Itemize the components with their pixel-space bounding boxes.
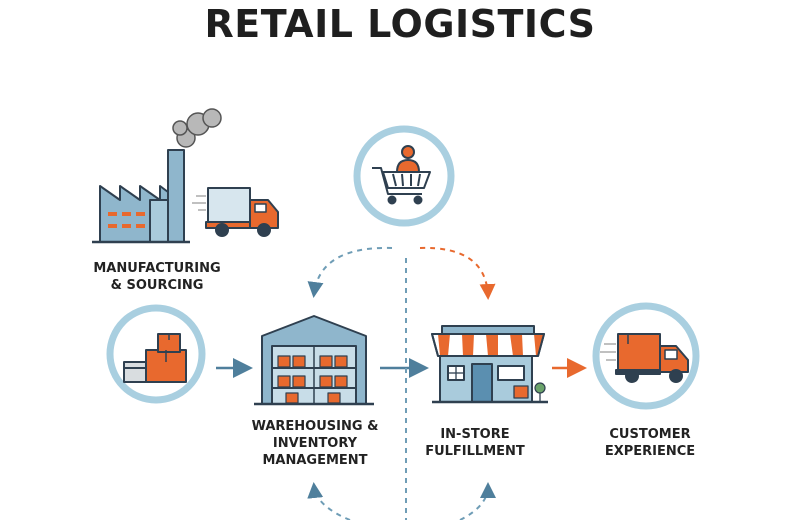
delivery-truck-icon (192, 187, 279, 237)
dashed-arrow-bottom-left (307, 482, 351, 520)
label-line: WAREHOUSING & (251, 419, 379, 434)
label-line: CUSTOMER (609, 427, 691, 442)
label-line: INVENTORY (272, 436, 358, 451)
warehouse-icon (254, 315, 374, 406)
label-line: MANUFACTURING (93, 261, 221, 276)
label-warehousing-inventory: WAREHOUSING & INVENTORY MANAGEMENT (230, 418, 400, 469)
label-line: FULFILLMENT (425, 444, 525, 459)
boxes-icon (106, 304, 206, 404)
label-line: & SOURCING (110, 278, 204, 293)
label-line: MANAGEMENT (262, 453, 368, 468)
factory-icon (92, 108, 222, 244)
diagram-title: RETAIL LOGISTICS (204, 2, 596, 46)
label-line: IN-STORE (440, 427, 510, 442)
dashed-arrow-to-warehouse (307, 246, 393, 298)
shopping-cart-icon (353, 125, 455, 227)
label-line: EXPERIENCE (604, 444, 696, 459)
dashed-arrow-to-store (419, 246, 496, 300)
customer-delivery-icon (592, 302, 700, 410)
label-instore-fulfillment: IN-STORE FULFILLMENT (405, 426, 545, 460)
dashed-arrow-bottom-right (459, 482, 496, 520)
label-manufacturing-sourcing: MANUFACTURING & SOURCING (72, 260, 242, 294)
storefront-icon (431, 325, 548, 404)
label-customer-experience: CUSTOMER EXPERIENCE (580, 426, 720, 460)
